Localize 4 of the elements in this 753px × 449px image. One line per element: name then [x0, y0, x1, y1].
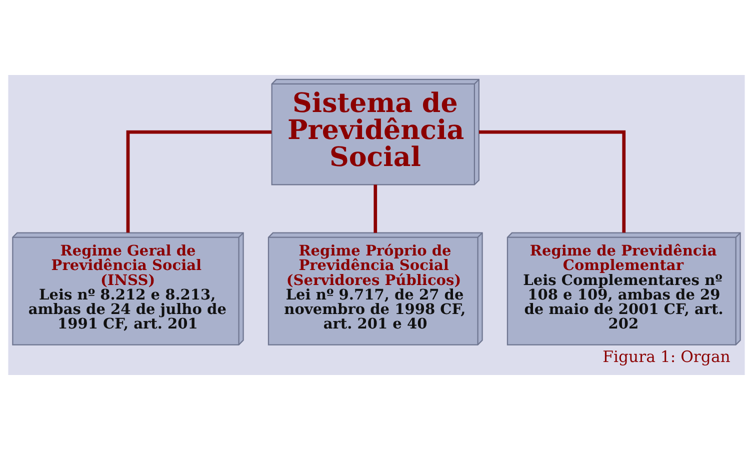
caption: Figura 1: Organ [602, 346, 730, 366]
connector [478, 130, 626, 232]
connector [126, 130, 272, 232]
connector [374, 184, 378, 232]
